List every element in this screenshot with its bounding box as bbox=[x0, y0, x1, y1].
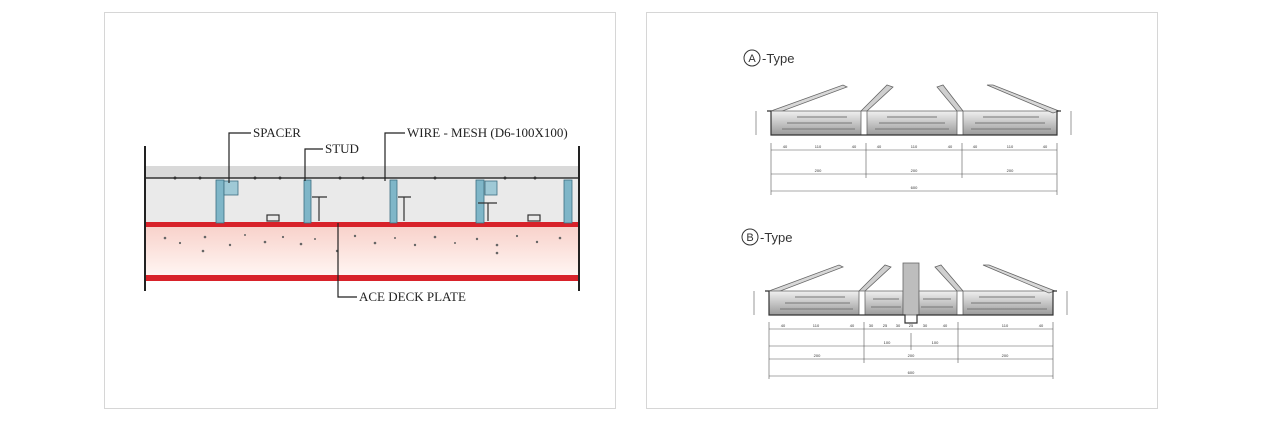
type-a-dim-total: 600 bbox=[911, 185, 918, 190]
spacer-label: SPACER bbox=[253, 125, 301, 140]
dim-label: 200 bbox=[814, 353, 821, 358]
dim-label: 25 bbox=[883, 323, 888, 328]
deck-plate-bottom bbox=[145, 275, 579, 281]
leader-lines bbox=[228, 132, 405, 298]
concrete-fill bbox=[145, 227, 579, 275]
dim-label: 30 bbox=[923, 323, 928, 328]
section-drawing: SPACER STUD WIRE - MESH (D6-100X100) ACE… bbox=[144, 125, 580, 304]
type-a-title: A -Type bbox=[743, 49, 795, 67]
type-a-circle-letter: A bbox=[748, 53, 756, 65]
type-b-circle-letter: B bbox=[746, 232, 753, 244]
dim-label: 40 bbox=[852, 144, 857, 149]
dim-label: 110 bbox=[813, 323, 820, 328]
slab-body bbox=[145, 178, 579, 222]
stud-label: STUD bbox=[325, 141, 359, 156]
dim-label: 200 bbox=[1007, 168, 1014, 173]
dim-label: 40 bbox=[877, 144, 882, 149]
dim-label: 110 bbox=[911, 144, 918, 149]
dim-label: 40 bbox=[783, 144, 788, 149]
dim-label: 200 bbox=[911, 168, 918, 173]
slab-top-band bbox=[145, 166, 579, 178]
dim-label: 30 bbox=[896, 323, 901, 328]
deck-plate-top bbox=[145, 222, 579, 227]
dim-label: 40 bbox=[1039, 323, 1044, 328]
dim-label: 200 bbox=[815, 168, 822, 173]
mesh-dots bbox=[173, 176, 537, 180]
dim-label: 40 bbox=[781, 323, 786, 328]
profile-drawings-panel: A -Type bbox=[646, 12, 1158, 409]
dim-label: 110 bbox=[815, 144, 822, 149]
type-b-suffix: -Type bbox=[760, 230, 793, 245]
type-a-profile bbox=[767, 84, 1061, 136]
type-b-dimension-lines bbox=[753, 291, 1068, 379]
dim-label: 40 bbox=[948, 144, 953, 149]
dim-label: 100 bbox=[932, 340, 939, 345]
type-b-profile bbox=[765, 262, 1057, 324]
type-b-dims-mid: 200 100 200 100 200 bbox=[814, 340, 1009, 358]
wire-mesh-label: WIRE - MESH (D6-100X100) bbox=[407, 125, 568, 140]
aggregate-speckles bbox=[163, 234, 562, 255]
type-a-dims-top: 40 110 40 40 110 40 40 110 40 bbox=[783, 144, 1048, 149]
type-a-dimension-lines bbox=[755, 111, 1072, 195]
dim-label: 30 bbox=[869, 323, 874, 328]
type-b-dim-total: 600 bbox=[908, 370, 915, 375]
dim-label: 200 bbox=[1002, 353, 1009, 358]
spacer-chairs bbox=[266, 196, 541, 222]
type-a-circle-icon bbox=[743, 49, 761, 67]
dim-label: 40 bbox=[973, 144, 978, 149]
type-b-dims-top: 40 110 40 30 25 30 25 30 40 110 40 bbox=[781, 323, 1044, 328]
deck-plate-label: ACE DECK PLATE bbox=[359, 289, 466, 304]
type-b-circle-icon bbox=[741, 228, 759, 246]
dim-label: 110 bbox=[1002, 323, 1009, 328]
dim-label: 40 bbox=[943, 323, 948, 328]
dim-label: 110 bbox=[1007, 144, 1014, 149]
dim-label: 25 bbox=[909, 323, 914, 328]
dim-label: 200 bbox=[908, 353, 915, 358]
dim-label: 40 bbox=[1043, 144, 1048, 149]
type-a-dims-mid: 200 200 200 bbox=[815, 168, 1014, 173]
type-a-suffix: -Type bbox=[762, 51, 795, 66]
dim-label: 40 bbox=[850, 323, 855, 328]
section-drawing-panel: SPACER STUD WIRE - MESH (D6-100X100) ACE… bbox=[104, 12, 616, 409]
type-b-title: B -Type bbox=[741, 228, 793, 246]
studs bbox=[215, 179, 573, 224]
dim-label: 100 bbox=[884, 340, 891, 345]
profile-drawings: A -Type bbox=[741, 49, 1072, 379]
